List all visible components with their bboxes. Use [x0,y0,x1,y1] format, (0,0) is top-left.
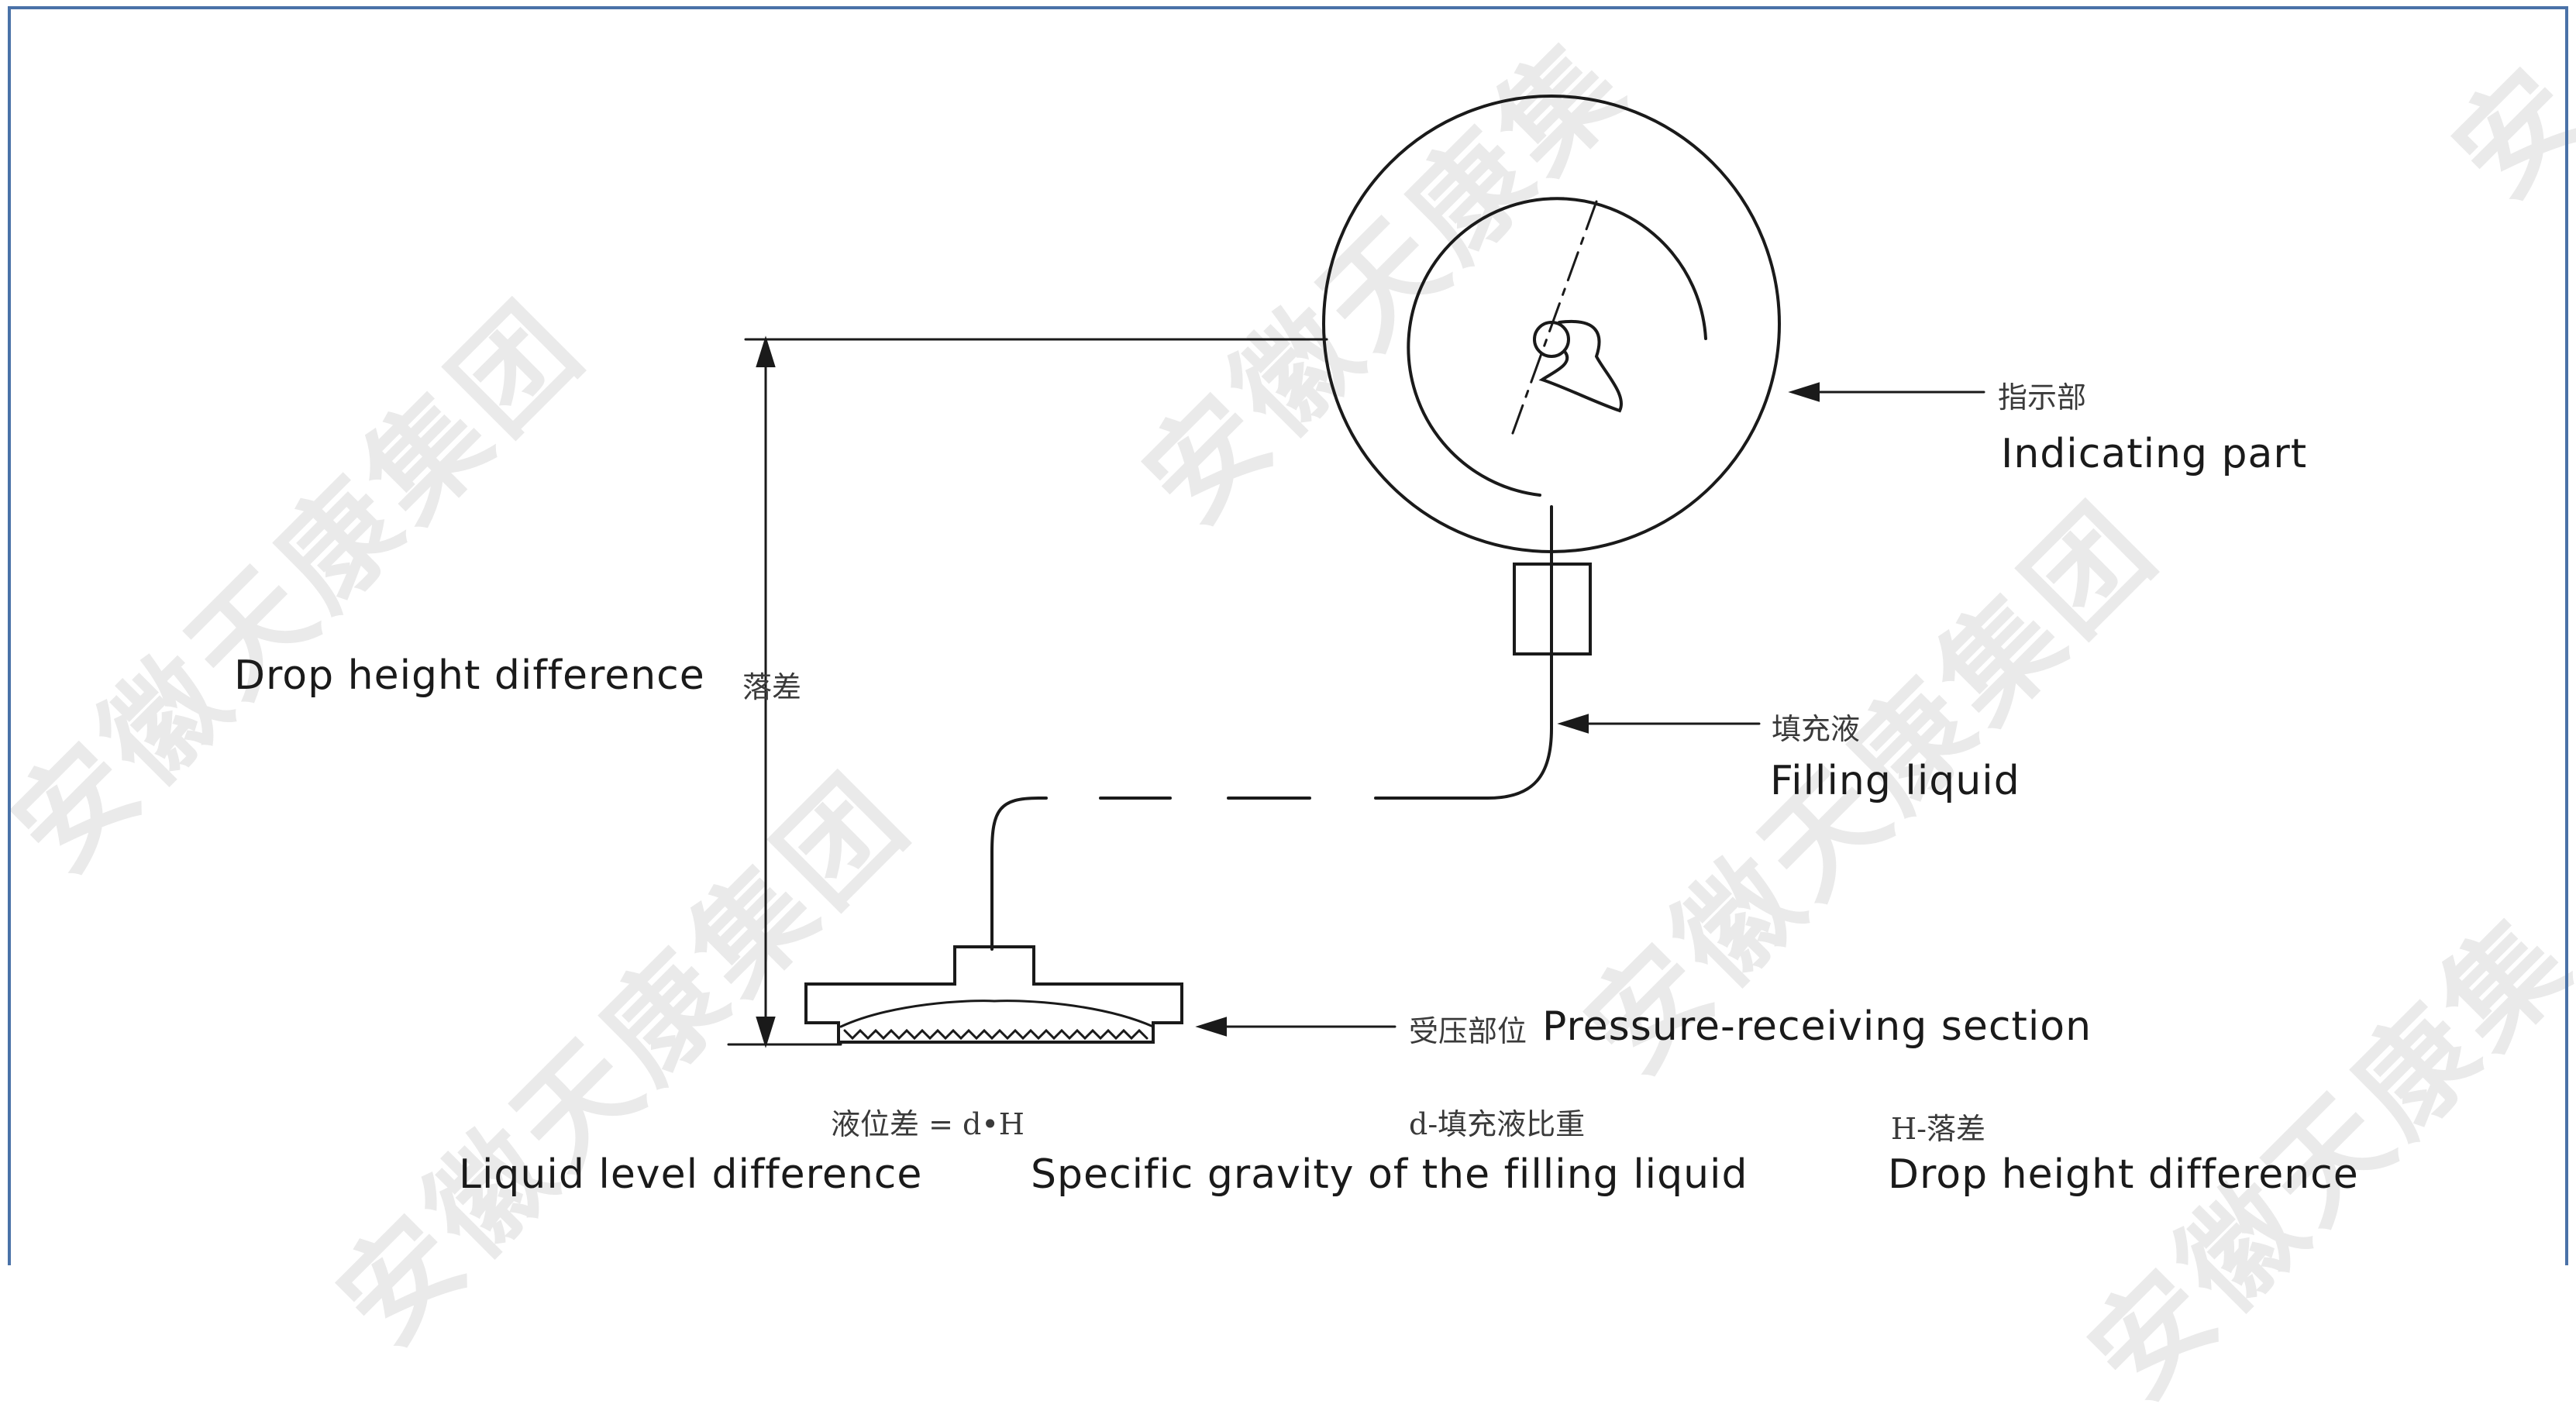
leader-arrow [1788,382,1820,402]
diagram-canvas: 安徽天康集团 安徽天康集团 安徽天康集 安徽天康集团 安徽天康集 安 [0,6,2576,1424]
specific-gravity-label: Specific gravity of the filling liquid [1031,1151,1748,1198]
filling-liquid-label: Filling liquid [1770,758,2020,804]
drop-height-formula-cn-label: H-落差 [1891,1112,1985,1146]
pressure-receiver [804,945,1183,1044]
dimension-arrow-bottom [756,1017,776,1048]
drop-height-cn-label: 落差 [742,670,802,704]
gauge-pivot [1533,321,1570,358]
drop-height-label: Drop height difference [234,652,705,699]
capillary-tube [1374,505,1553,800]
liquid-level-label: Liquid level difference [459,1151,923,1198]
liquid-level-formula: 液位差 = d•H [831,1107,1025,1141]
capillary-tube [990,797,1048,951]
pressure-receiving-label: Pressure-receiving section [1542,1003,2092,1050]
leader-arrow [1195,1017,1227,1037]
diagram-drawing [8,6,2568,1265]
gauge-pointer [1538,319,1623,413]
drop-height-formula-label: Drop height difference [1888,1151,2359,1198]
leader-arrow [1557,714,1589,734]
diaphragm-corrugation [843,1028,1149,1041]
specific-gravity-cn-label: d-填充液比重 [1409,1107,1586,1141]
dimension-arrow-top [756,335,776,367]
indicating-part-label: Indicating part [2001,431,2308,477]
diagram-frame [8,6,2568,1265]
filling-liquid-cn-label: 填充液 [1772,712,1861,746]
pressure-receiving-cn-label: 受压部位 [1409,1014,1527,1048]
pressure-diaphragm [839,1000,1155,1028]
indicating-part-cn-label: 指示部 [1998,380,2087,415]
gauge-dial-arc [1407,197,1707,497]
